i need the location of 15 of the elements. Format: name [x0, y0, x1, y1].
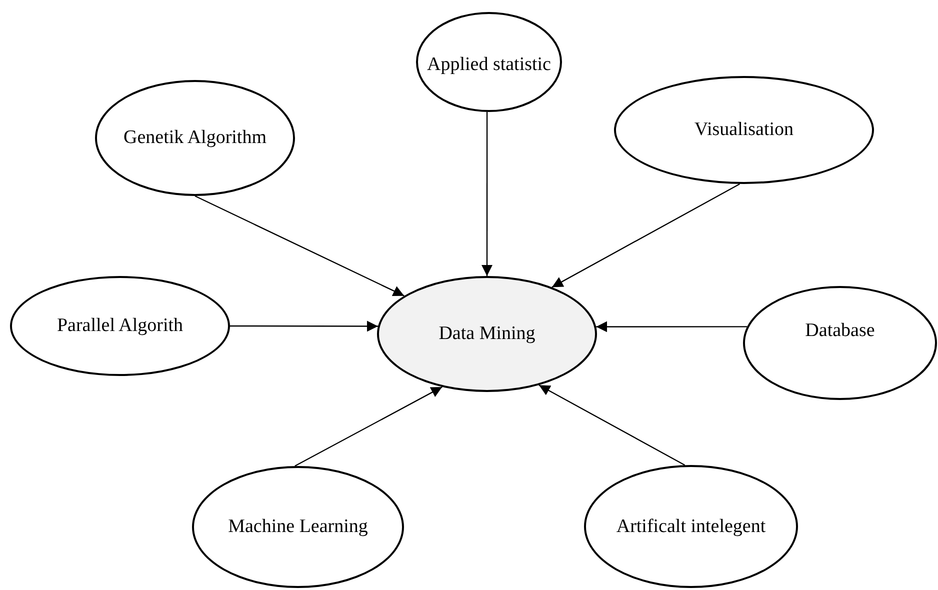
node-label: Parallel Algorith	[56, 314, 184, 338]
arrow	[482, 112, 492, 276]
node-label: Artificalt intelegent	[616, 514, 766, 538]
arrow	[596, 321, 748, 332]
arrow	[538, 384, 686, 466]
node-label: Applied statistic	[426, 53, 551, 77]
node-label: Database	[805, 319, 875, 343]
arrow	[230, 320, 378, 332]
node-label: Machine Learning	[228, 515, 368, 539]
node-label: Genetik Algorithm	[123, 126, 266, 150]
node-label: Data Mining	[438, 322, 536, 346]
node-label: Visualisation	[694, 118, 794, 142]
arrow	[194, 195, 404, 296]
arrow	[294, 386, 442, 467]
arrow	[552, 183, 740, 288]
